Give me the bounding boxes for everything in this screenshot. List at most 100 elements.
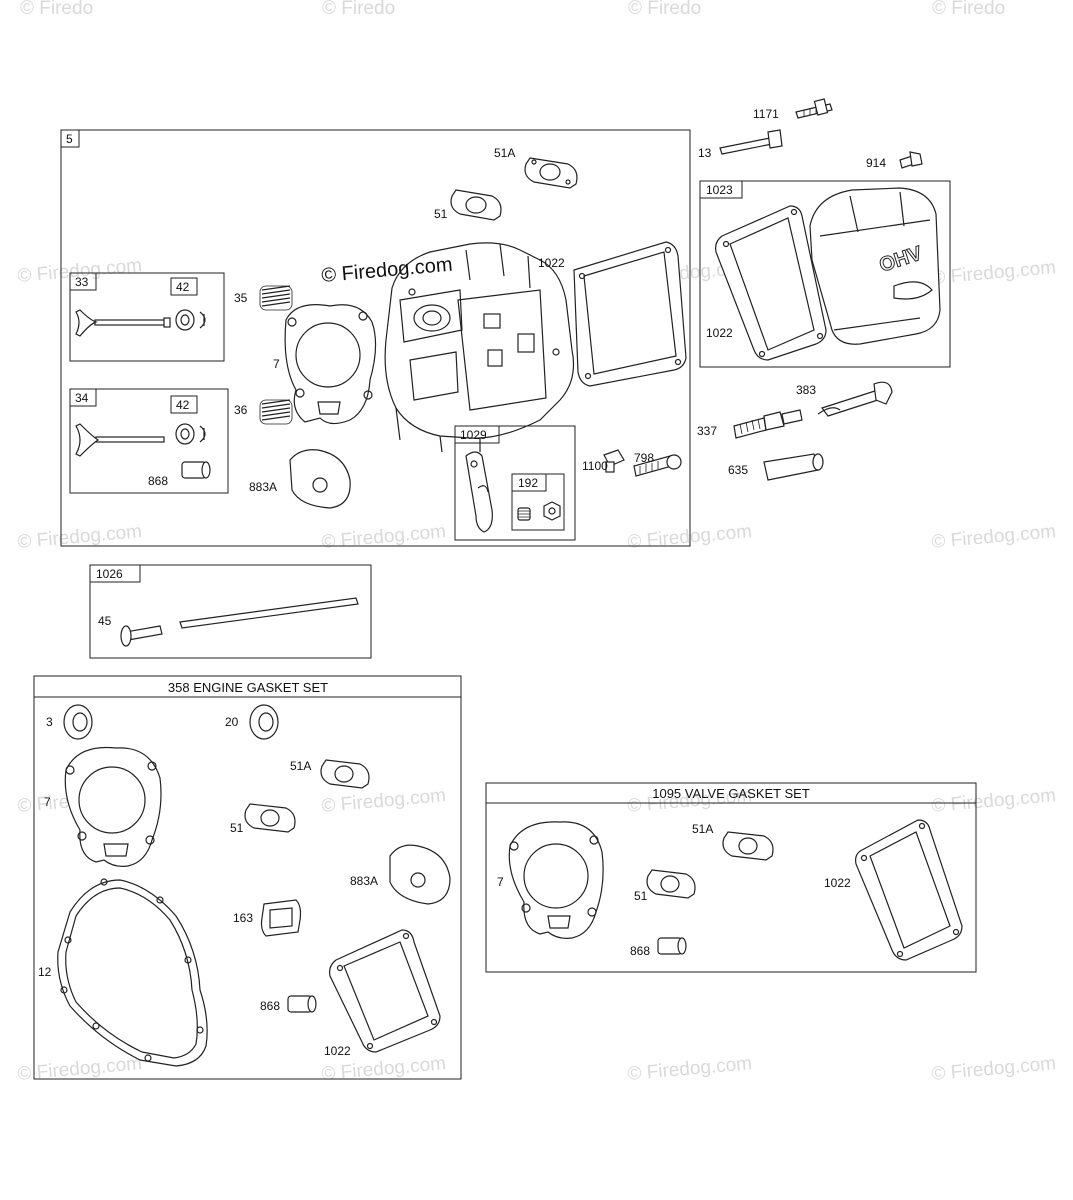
callout-1029: 1029	[460, 428, 487, 442]
gasket-883a-icon	[289, 449, 351, 509]
valve-guide-icon	[181, 461, 211, 479]
callout-35: 35	[234, 291, 248, 305]
rocker-arm-icon	[465, 451, 493, 533]
valve-cover-gasket-icon	[573, 241, 687, 387]
callout-1100: 1100	[582, 459, 608, 473]
valve-cover-gasket-icon	[329, 929, 441, 1053]
valve-cover-icon	[809, 187, 941, 345]
seal-3-icon	[63, 704, 93, 740]
valve-cover-group: 1171 13 914 1023 1022 OHV	[697, 98, 951, 481]
watermark: © Firedog.com	[931, 785, 1057, 817]
seal-20-icon	[249, 704, 279, 740]
watermark: © Firedog.com	[321, 521, 447, 553]
callout-box	[170, 277, 198, 296]
push-rod-box	[89, 564, 372, 659]
label-163: 163	[233, 911, 253, 925]
valve-box-34	[69, 388, 229, 494]
cover-gasket-icon	[715, 205, 827, 361]
head-gasket-icon	[284, 304, 377, 425]
callout-box	[69, 388, 97, 407]
rocker-stud-icon	[603, 449, 625, 473]
valve-keeper-icon	[175, 423, 206, 445]
push-rod-icon	[179, 597, 359, 629]
crankcase-gasket-icon	[57, 878, 208, 1067]
intake-gasket-51-icon	[646, 869, 696, 899]
watermark: © Firedog.com	[17, 521, 143, 553]
valve-gasket-title: 1095 VALVE GASKET SET	[652, 786, 810, 801]
callout-box	[89, 564, 141, 583]
callout-383: 383	[796, 383, 816, 397]
valve-keeper-icon	[175, 309, 206, 331]
callout-box	[170, 395, 198, 414]
valve-cover-gasket-icon	[855, 819, 963, 961]
spark-plug-icon	[733, 409, 803, 439]
stud-1171-icon	[795, 98, 833, 119]
callout-337: 337	[697, 424, 717, 438]
label-868: 868	[260, 999, 280, 1013]
group-box	[60, 129, 691, 547]
watermark: © Firedog.com	[17, 1053, 143, 1085]
head-gasket-icon	[64, 746, 162, 867]
callout-1022: 1022	[538, 256, 565, 270]
cylinder-head-group: 5 33 42 34 42	[60, 129, 691, 547]
valve-box-33	[69, 272, 225, 362]
label-883A: 883A	[350, 874, 378, 888]
callout-42: 42	[176, 280, 190, 294]
label-51: 51	[230, 821, 244, 835]
callout-914: 914	[866, 156, 886, 170]
callout-box	[511, 473, 547, 492]
lock-nut-icon	[543, 501, 561, 521]
callout-1022: 1022	[706, 326, 733, 340]
gasket-883a-icon	[389, 844, 451, 905]
valve-spring-icon	[259, 399, 293, 425]
callout-192: 192	[518, 476, 538, 490]
callout-box	[699, 180, 743, 199]
valve-cover-box	[699, 180, 951, 368]
screw-914-icon	[899, 151, 923, 169]
push-rod-group: 1026 45	[89, 564, 372, 659]
label-51A: 51A	[290, 759, 311, 773]
callout-34: 34	[75, 391, 89, 405]
callout-45: 45	[98, 614, 112, 628]
watermark: © Firedo	[20, 0, 93, 19]
callout-1171: 1171	[753, 107, 779, 121]
watermark: © Firedo	[322, 0, 395, 19]
callout-13: 13	[698, 146, 712, 160]
callout-51A: 51A	[494, 146, 515, 160]
head-gasket-icon	[508, 821, 604, 939]
intake-gasket-51a-icon	[524, 157, 578, 189]
valve-guide-868-icon	[287, 995, 317, 1013]
watermark: © Firedog.com	[931, 521, 1057, 553]
intake-gasket-51a-icon	[320, 759, 370, 789]
intake-gasket-51a-icon	[722, 831, 774, 861]
callout-635: 635	[728, 463, 748, 477]
callout-box	[454, 425, 500, 444]
label-3: 3	[46, 715, 53, 729]
spacer-635-icon	[763, 453, 824, 481]
adjusting-screw-icon	[517, 507, 531, 521]
tappet-icon	[120, 625, 163, 647]
cylinder-head-icon	[384, 242, 575, 453]
intake-gasket-51-icon	[450, 189, 502, 221]
label-7: 7	[44, 795, 51, 809]
callout-1023: 1023	[706, 183, 733, 197]
label-12: 12	[38, 965, 52, 979]
watermark: © Firedo	[932, 0, 1005, 19]
callout-box	[60, 129, 80, 148]
callout-box	[69, 272, 97, 291]
label-1022: 1022	[324, 1044, 351, 1058]
callout-1026: 1026	[96, 567, 123, 581]
label-7: 7	[497, 875, 504, 889]
engine-gasket-box	[33, 675, 462, 1080]
spark-plug-boot-icon	[817, 381, 893, 417]
rocker-box-1029	[454, 425, 576, 541]
label-51A: 51A	[692, 822, 713, 836]
callout-33: 33	[75, 275, 89, 289]
label-51: 51	[634, 889, 648, 903]
callout-868: 868	[148, 474, 168, 488]
valve-guide-868-icon	[657, 937, 687, 955]
gasket-163-icon	[260, 899, 302, 937]
valve-gasket-box	[485, 782, 977, 973]
intake-valve-icon	[75, 309, 171, 337]
valve-gasket-set: 1095 VALVE GASKET SET 7 51A 51 868	[485, 782, 977, 973]
